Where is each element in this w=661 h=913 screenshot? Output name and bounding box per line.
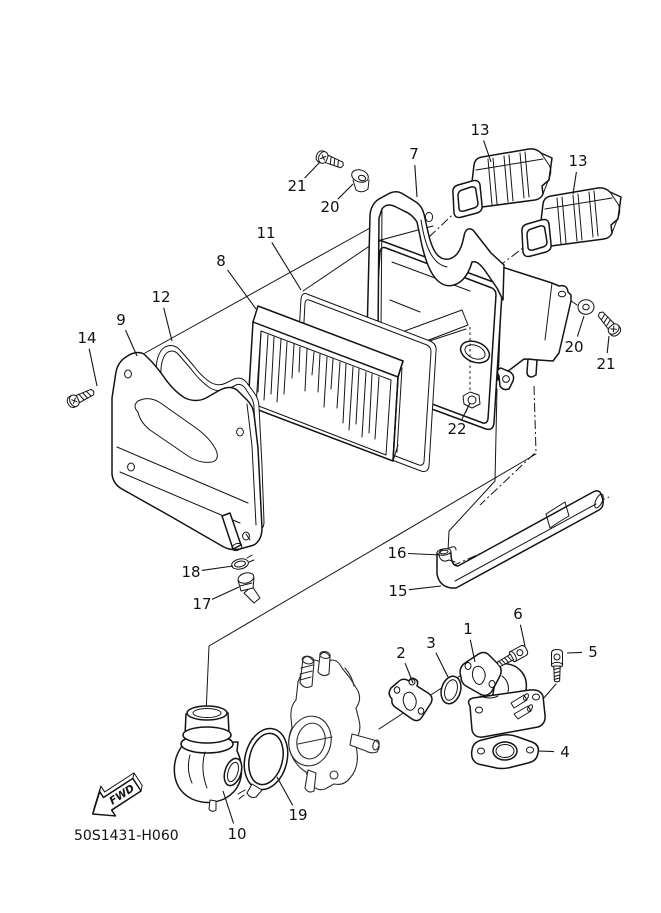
callout-13: 13 [568,152,587,170]
callout-leader-10 [222,790,235,824]
collar-20-right [577,299,595,315]
callout-20: 20 [564,338,583,356]
callout-4: 4 [560,743,570,761]
o-ring-3 [440,675,462,705]
callout-15: 15 [388,582,407,600]
callout-20: 20 [320,198,339,216]
callout-16: 16 [387,544,406,562]
bolt-5 [551,649,563,683]
manifold-joint-1 [459,651,546,738]
callout-leader-13 [572,171,577,195]
filter-pleats [257,331,380,440]
callout-18: 18 [181,563,200,581]
callout-leader-2 [404,662,414,684]
callout-leader-11 [271,242,302,291]
callout-leader-8 [227,269,257,310]
callout-8: 8 [216,252,226,270]
intake-duct-a [452,148,553,219]
air-cleaner-outer-cover [111,351,263,552]
callout-21: 21 [596,355,615,373]
drain-tube [221,512,242,550]
callout-5: 5 [588,643,598,661]
callout-12: 12 [151,288,170,306]
spacer-2 [388,677,433,722]
callout-leader-4 [537,750,555,753]
callout-2: 2 [396,644,406,662]
callout-21: 21 [287,177,306,195]
fwd-arrow: FWD [91,772,143,817]
callout-leader-21 [606,335,610,354]
callout-17: 17 [192,595,211,613]
callout-leader-9 [124,329,138,357]
callout-leader-6 [519,624,526,647]
callout-leader-12 [163,307,173,342]
drain-plug-17 [237,572,261,604]
callout-leader-20 [576,315,585,337]
callout-1: 1 [463,620,473,638]
callout-leader-22 [461,402,471,420]
callout-6: 6 [513,605,523,623]
clamp-19 [237,727,289,800]
callout-leader-1 [469,639,476,663]
callout-11: 11 [256,224,275,242]
callout-10: 10 [227,825,246,843]
gasket-4 [470,733,540,770]
carburetor-reference [288,650,380,793]
air-filter-element [247,305,404,462]
callout-leader-18 [201,565,234,571]
callout-leader-16 [407,552,442,556]
diagram-code: 50S1431-H060 [74,828,179,844]
callout-7: 7 [409,145,419,163]
callout-13: 13 [470,121,489,139]
callout-leader-3 [435,652,449,678]
clip-16 [438,546,457,563]
case-cover-arch [366,190,505,337]
clamp-22 [462,391,481,413]
callout-19: 19 [288,806,307,824]
callout-leader-19 [276,776,294,806]
screw-21-right [594,308,624,339]
callout-22: 22 [447,420,466,438]
callout-leader-7 [414,164,418,198]
clamp-18 [231,554,255,570]
screw-21-top [314,148,346,172]
air-cleaner-case-body [496,266,572,391]
grommet-20-top [351,169,370,193]
callout-leader-15 [408,585,442,591]
callout-leader-21 [304,161,321,179]
callout-leader-13 [483,140,492,163]
carb-joint-10 [173,705,243,812]
callout-9: 9 [116,311,126,329]
breather-hose-15 [436,490,604,589]
callout-3: 3 [426,634,436,652]
callout-leader-17 [211,586,240,600]
callout-leader-14 [88,348,98,387]
callout-leader-5 [566,651,583,654]
screw-14 [64,385,97,410]
callout-leader-20 [337,183,354,200]
callout-14: 14 [77,329,96,347]
callout-layer: 1234567891011121313141516171819202021212… [77,121,615,843]
